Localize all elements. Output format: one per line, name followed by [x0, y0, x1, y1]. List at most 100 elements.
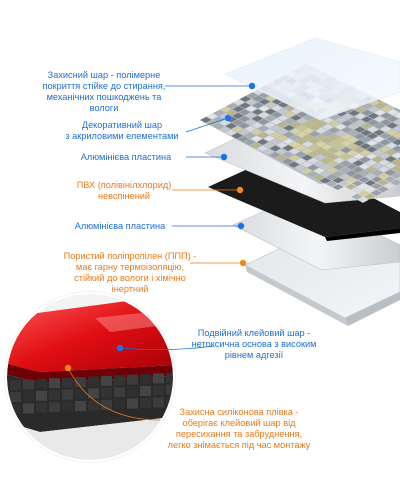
mosaic-tile [378, 159, 390, 166]
mosaic-tile [258, 105, 270, 112]
dot-icon [237, 222, 245, 230]
mosaic-tile [301, 161, 313, 168]
dark-tile [10, 392, 21, 402]
dot-icon [224, 114, 232, 122]
mosaic-tile [390, 172, 400, 179]
dark-tile [49, 378, 60, 389]
mosaic-tile [341, 120, 353, 127]
mosaic-tile [345, 177, 357, 184]
label-protective-layer: Захисний шар - полімерне покриття стійке… [42, 70, 166, 113]
mosaic-tile [333, 150, 346, 157]
dark-tile [114, 387, 125, 398]
mosaic-tile [334, 143, 346, 150]
mosaic-tile [373, 122, 386, 129]
mosaic-tile [270, 125, 282, 132]
mosaic-tile [258, 98, 271, 105]
mosaic-tile [378, 166, 390, 173]
dark-tile [23, 391, 34, 402]
mosaic-tile [269, 152, 281, 159]
mosaic-tile [307, 171, 319, 178]
dark-tile [23, 379, 34, 390]
mosaic-tile [374, 116, 386, 123]
mosaic-tile [370, 189, 383, 196]
mosaic-tile [353, 133, 366, 140]
mosaic-tile [374, 109, 386, 116]
mosaic-tile [361, 116, 373, 123]
mosaic-tile [359, 150, 371, 156]
mosaic-tile [340, 147, 352, 154]
mosaic-tile [200, 116, 212, 123]
mosaic-tile [365, 159, 377, 166]
mosaic-tile [346, 157, 358, 163]
dark-tile [101, 375, 112, 386]
mosaic-tile [232, 119, 244, 126]
mosaic-tile [380, 106, 393, 112]
dark-tile [88, 400, 99, 411]
mosaic-tile [315, 134, 327, 141]
mosaic-tile [308, 144, 320, 151]
mosaic-tile [314, 141, 327, 147]
mosaic-tile [282, 138, 295, 145]
mosaic-tile [392, 139, 400, 146]
mosaic-tile [385, 149, 397, 156]
mosaic-tile [360, 123, 373, 130]
mosaic-tile [319, 177, 332, 184]
mosaic-tile [295, 151, 307, 158]
mosaic-tile [335, 117, 347, 124]
label-aluminium-lower: Алюмінієва пластина [74, 221, 166, 231]
mosaic-tile [296, 124, 308, 131]
mosaic-tile [213, 109, 225, 116]
mosaic-tile [384, 169, 396, 176]
dark-tile [153, 373, 164, 384]
mosaic-tile [368, 99, 380, 106]
mosaic-tile [277, 108, 290, 115]
mosaic-tile [377, 173, 390, 179]
mosaic-tile [314, 147, 326, 154]
mosaic-tile [302, 127, 314, 134]
mosaic-tile [393, 112, 400, 119]
mosaic-tile [374, 102, 386, 109]
mosaic-tile [365, 173, 377, 180]
mosaic-tile [358, 176, 370, 183]
mosaic-tile [354, 113, 367, 120]
mosaic-tile [218, 126, 231, 133]
mosaic-tile [385, 156, 397, 163]
mosaic-tile [308, 151, 320, 158]
mosaic-tile [296, 118, 308, 124]
mosaic-tile [384, 176, 396, 183]
mosaic-tile [351, 180, 364, 187]
mosaic-tile [238, 116, 251, 122]
mosaic-tile [386, 129, 398, 136]
mosaic-tile [251, 129, 263, 136]
mosaic-tile [335, 123, 347, 130]
dark-tile [75, 389, 86, 399]
mosaic-tile [294, 158, 307, 165]
mosaic-tile [379, 132, 392, 139]
mosaic-tile [366, 146, 378, 153]
mosaic-tile [219, 106, 232, 113]
mosaic-tile [334, 137, 346, 144]
label-pvc: ПВХ (полівінілхлорид) невспінений [76, 180, 172, 201]
mosaic-tile [322, 124, 334, 131]
mosaic-tile [302, 134, 314, 141]
mosaic-tile [387, 109, 399, 116]
dark-tile [88, 388, 99, 399]
dark-tile [101, 387, 112, 398]
mosaic-tile [275, 155, 287, 162]
mosaic-tile [290, 121, 302, 128]
mosaic-tile [300, 168, 313, 175]
mosaic-tile [367, 119, 379, 126]
mosaic-tile [245, 105, 257, 112]
mosaic-tile [335, 110, 347, 117]
mosaic-tile [361, 109, 373, 116]
mosaic-tile [263, 148, 275, 155]
mosaic-tile [289, 128, 302, 135]
mosaic-tile [212, 123, 224, 130]
mosaic-tile [289, 141, 301, 148]
mosaic-tile [257, 132, 269, 139]
mosaic-tile [341, 133, 353, 140]
mosaic-tile [257, 125, 269, 132]
mosaic-tile [392, 145, 400, 152]
mosaic-tile [372, 143, 385, 149]
